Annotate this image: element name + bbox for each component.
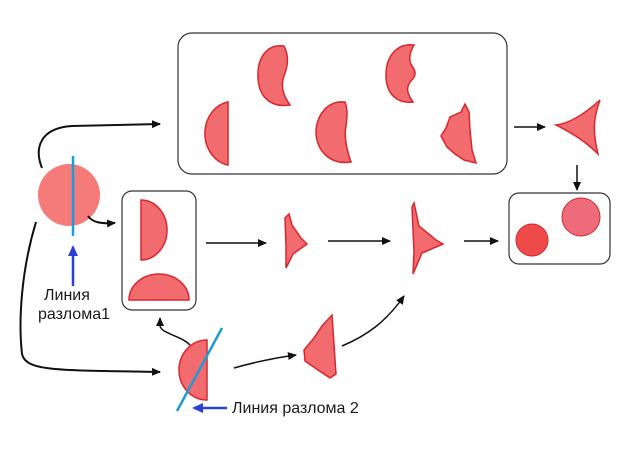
arrow-bottom-half-to-middle-box bbox=[156, 317, 191, 346]
top-fragment-irregular bbox=[440, 102, 478, 165]
arrow-circle-to-middle-box bbox=[87, 215, 116, 228]
top-crescent-3 bbox=[385, 44, 416, 103]
result-circle-pink bbox=[561, 197, 601, 237]
middle-halves-box bbox=[121, 190, 197, 311]
arrow-wedge-to-curved bbox=[341, 295, 405, 347]
top-half-circle-left bbox=[204, 101, 229, 166]
fracture-line-2 bbox=[175, 327, 224, 412]
arrow-circle-to-bottom-half bbox=[19, 221, 161, 376]
result-circle-dark bbox=[515, 223, 549, 257]
middle-half-circle-horizontal bbox=[128, 273, 190, 301]
arrow-bottom-half-to-wedge bbox=[233, 352, 297, 369]
top-right-tristar bbox=[553, 99, 601, 157]
top-crescent-1 bbox=[257, 45, 292, 107]
top-crescent-2 bbox=[315, 101, 353, 164]
fracture-line-2-label: Линия разлома 2 bbox=[232, 400, 359, 417]
top-fragments-box bbox=[177, 32, 508, 175]
middle-fragment-small bbox=[284, 212, 309, 269]
bottom-wedge-fragment bbox=[303, 313, 337, 379]
fracture-line-1-label-line2: разлома1 bbox=[38, 306, 110, 323]
bottom-half-circle bbox=[178, 339, 208, 401]
middle-half-circle-vertical bbox=[140, 199, 168, 261]
initial-circle bbox=[38, 164, 100, 226]
result-box bbox=[508, 192, 611, 265]
arrow-circle-to-top-box bbox=[37, 120, 161, 169]
middle-fragment-curved bbox=[411, 200, 445, 275]
fracture-line-1-label-line1: Линия bbox=[44, 287, 90, 304]
